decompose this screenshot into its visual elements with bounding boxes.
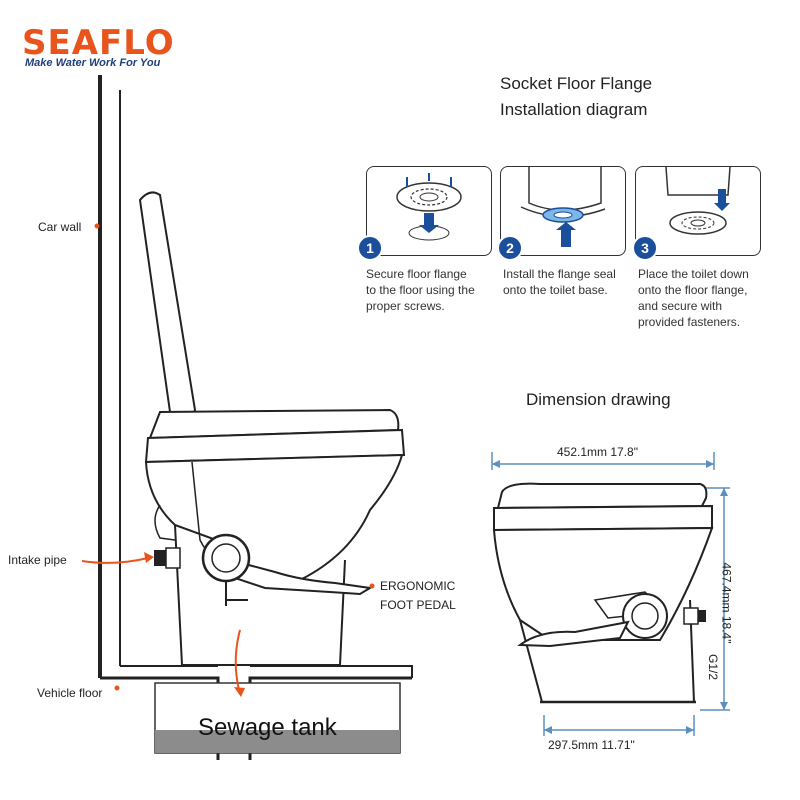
step-3-text-line1: Place the toilet down bbox=[638, 267, 749, 281]
toilet-lid bbox=[138, 191, 197, 428]
step-1-text-line2: to the floor using the bbox=[366, 283, 475, 297]
intake-callout-arrow bbox=[81, 557, 149, 564]
installation-title-line2: Installation diagram bbox=[500, 100, 648, 119]
step-3-badge: 3 bbox=[632, 235, 658, 261]
callout-pedal-line2: FOOT PEDAL bbox=[380, 598, 456, 612]
step-3-text-line3: and secure with bbox=[638, 299, 723, 313]
callout-dot-car-wall bbox=[94, 223, 100, 229]
callout-intake-pipe: Intake pipe bbox=[8, 553, 67, 567]
callout-dot-floor bbox=[114, 685, 120, 691]
sewage-tank-label: Sewage tank bbox=[198, 714, 337, 741]
step-1-text: Secure floor flange to the floor using t… bbox=[366, 266, 496, 314]
foot-pedal bbox=[228, 558, 373, 596]
dimension-height: 467.4mm 18.4" bbox=[719, 562, 734, 644]
brand-logo: SEAFLO bbox=[22, 26, 175, 60]
flush-flow-arrow bbox=[234, 629, 241, 691]
dimension-width-bottom: 297.5mm 11.71" bbox=[548, 738, 635, 752]
dimension-title: Dimension drawing bbox=[526, 390, 671, 409]
step-1-badge: 1 bbox=[357, 235, 383, 261]
step-3-text: Place the toilet down onto the floor fla… bbox=[638, 266, 768, 330]
step-3-text-line2: onto the floor flange, bbox=[638, 283, 748, 297]
toilet-rim bbox=[144, 428, 406, 464]
toilet-base bbox=[174, 524, 346, 666]
step-2-text-line1: Install the flange seal bbox=[503, 267, 616, 281]
callout-vehicle-floor: Vehicle floor bbox=[37, 686, 103, 700]
callout-pedal-line1: ERGONOMIC bbox=[380, 579, 456, 593]
brand-tagline: Make Water Work For You bbox=[25, 57, 161, 69]
floor-flange-illustration bbox=[396, 173, 462, 241]
step-3-text-line4: provided fasteners. bbox=[638, 315, 741, 329]
step-2-badge: 2 bbox=[497, 235, 523, 261]
dimension-width-top: 452.1mm 17.8" bbox=[557, 445, 638, 459]
dimension-drawing bbox=[491, 452, 730, 736]
intake-nut bbox=[165, 547, 181, 569]
step-2-text: Install the flange seal onto the toilet … bbox=[503, 266, 633, 298]
flush-valve-inner bbox=[211, 543, 241, 573]
installation-title-line1: Socket Floor Flange bbox=[500, 74, 653, 93]
sewage-tank-fluid bbox=[155, 730, 400, 753]
step-1-text-line1: Secure floor flange bbox=[366, 267, 467, 281]
callout-dot-pedal bbox=[369, 583, 375, 589]
flange-seal-illustration bbox=[520, 167, 606, 247]
dimension-thread: G1/2 bbox=[706, 653, 721, 681]
callout-car-wall: Car wall bbox=[38, 220, 82, 234]
intake-arrow-head bbox=[144, 552, 154, 563]
step-1-panel bbox=[366, 166, 492, 256]
step-1-text-line3: proper screws. bbox=[366, 299, 445, 313]
intake-fitting bbox=[154, 550, 166, 566]
step-2-text-line2: onto the toilet base. bbox=[503, 283, 608, 297]
step-3-panel bbox=[635, 166, 761, 256]
toilet-side-bracket bbox=[154, 504, 176, 541]
brand-logo-prefix: SEA bbox=[22, 23, 100, 63]
place-toilet-illustration bbox=[665, 167, 731, 235]
vehicle-floor-inner bbox=[120, 665, 413, 678]
toilet-bowl bbox=[144, 453, 404, 582]
installation-title: Socket Floor Flange Installation diagram bbox=[500, 71, 652, 123]
flush-flow-arrow-head bbox=[234, 687, 245, 697]
brand-logo-suffix: FLO bbox=[99, 23, 175, 63]
